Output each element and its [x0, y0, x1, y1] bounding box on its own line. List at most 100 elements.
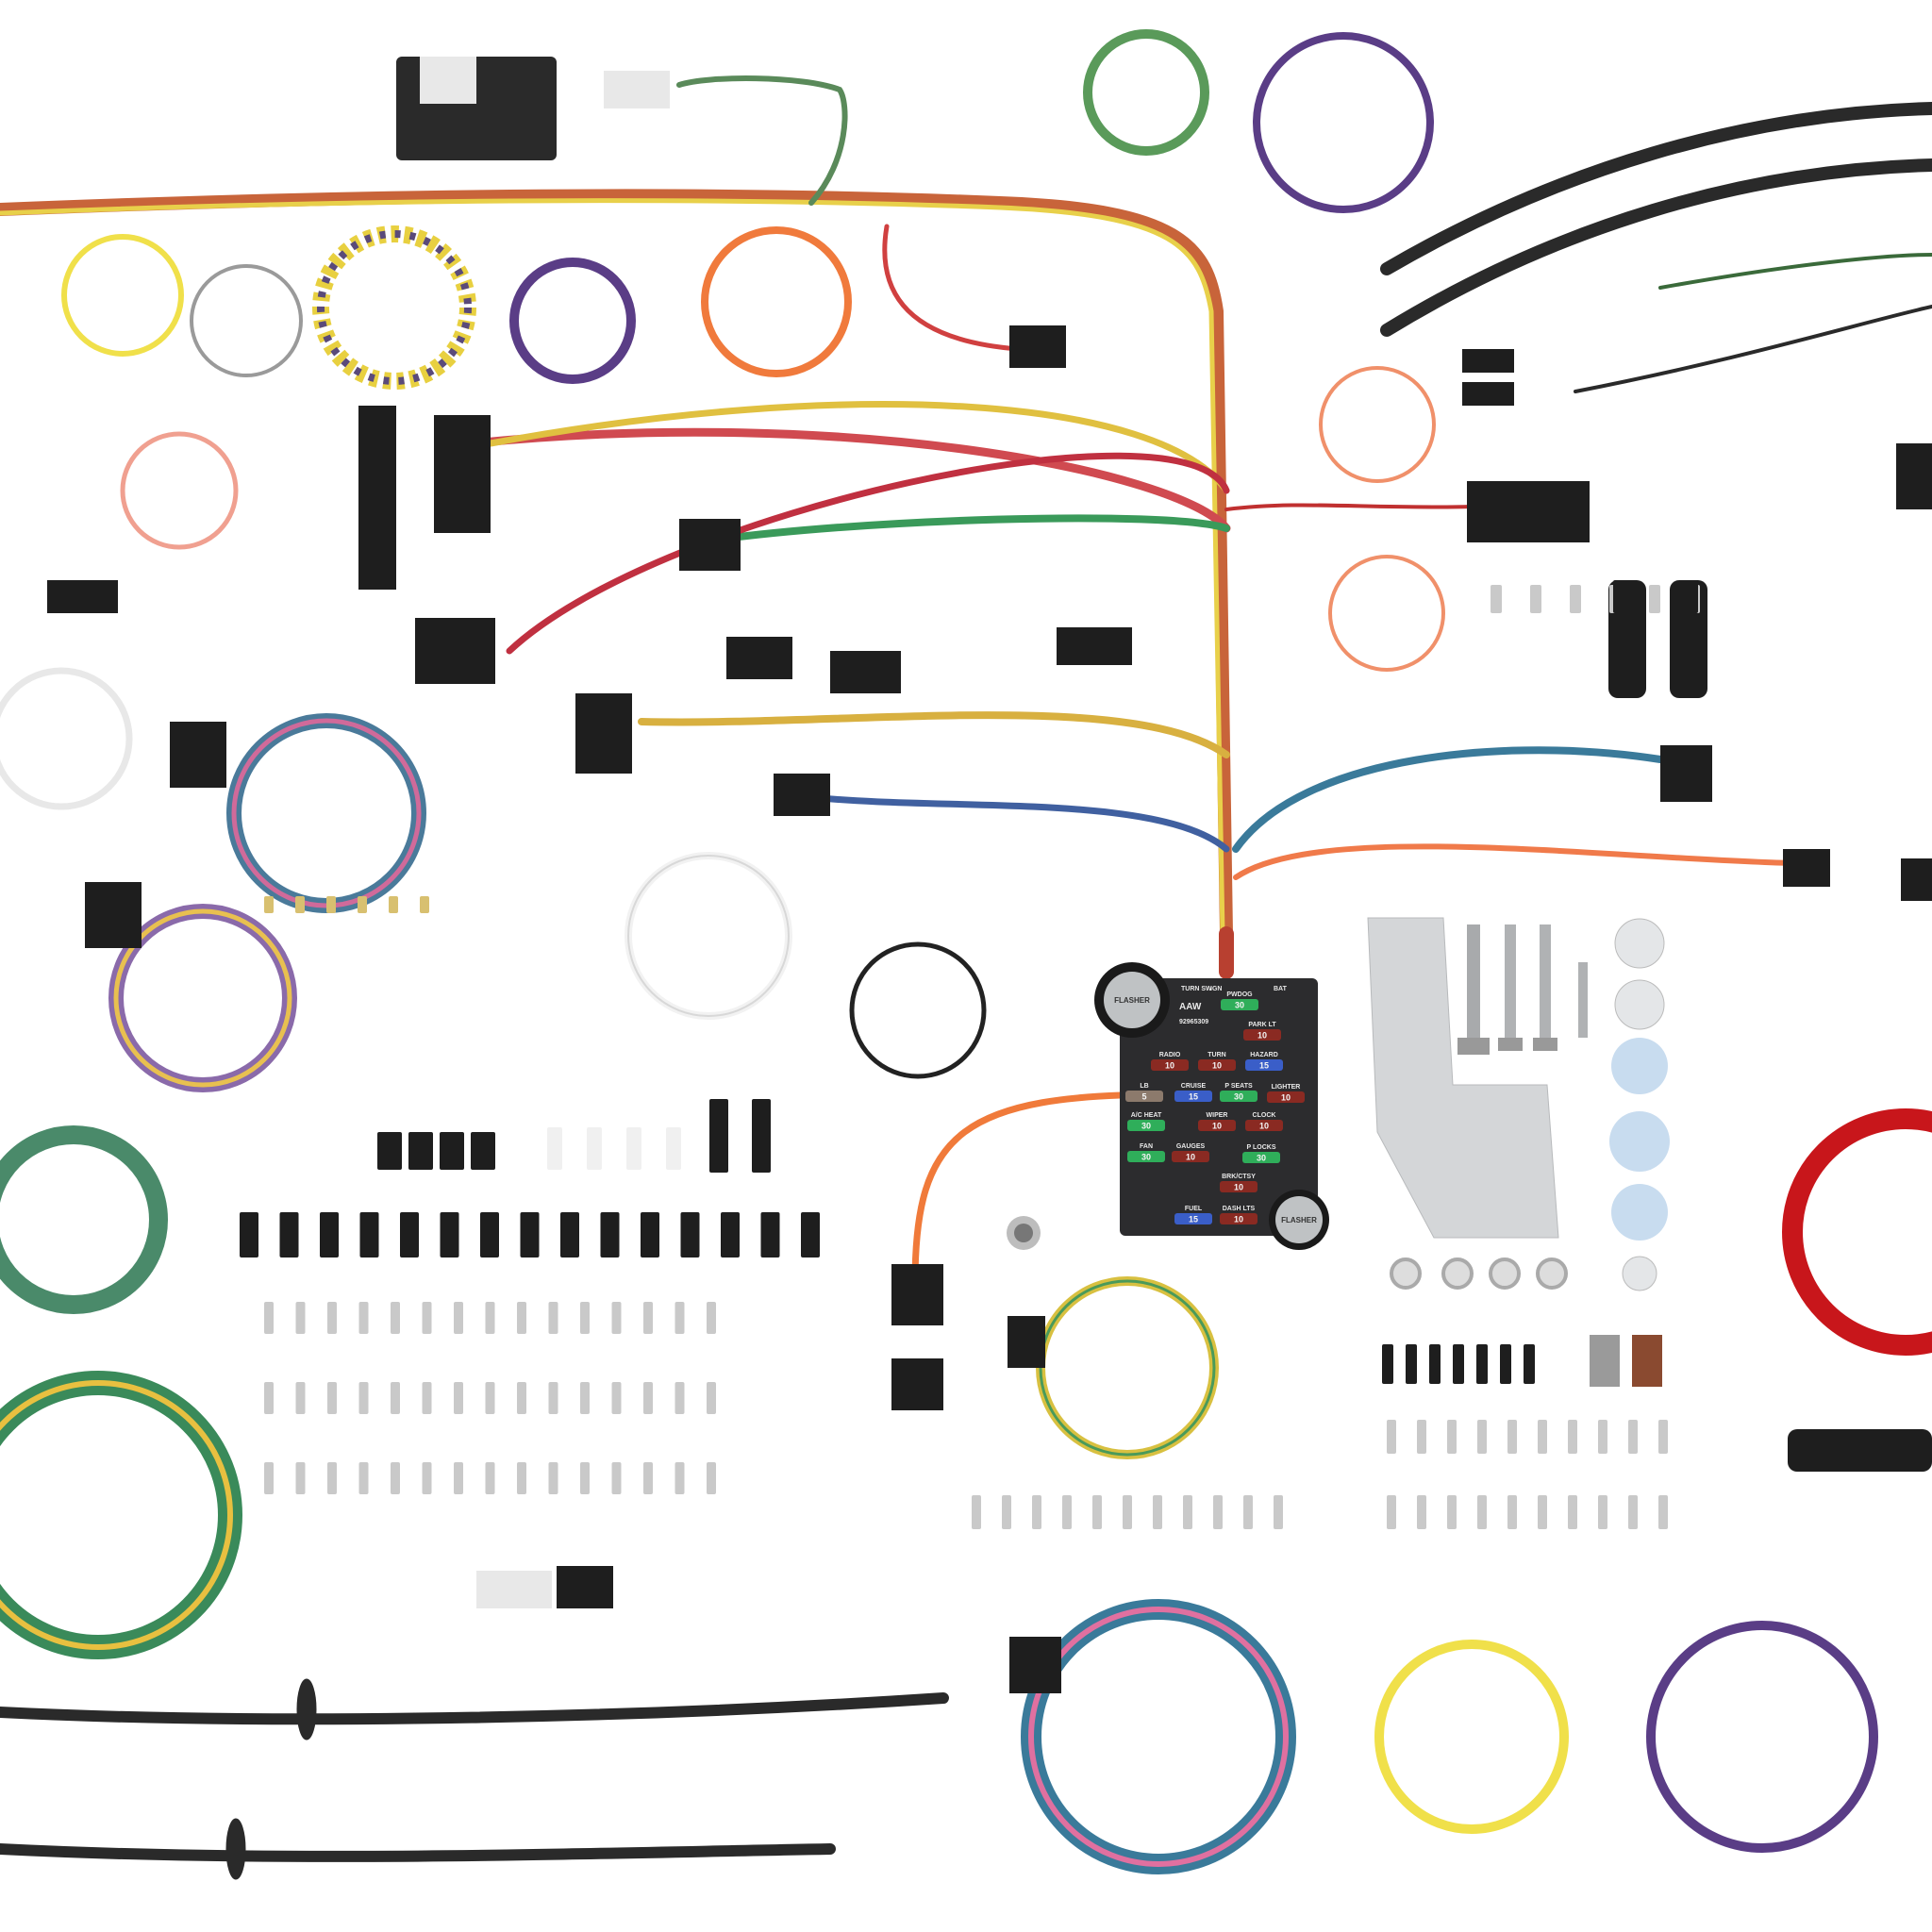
terminal [422, 1462, 432, 1494]
terminal [485, 1302, 495, 1334]
terminal [264, 1302, 274, 1334]
fuse: 30 P SEATS [1220, 1083, 1257, 1102]
fuse-amps: 10 [1281, 1093, 1291, 1103]
terminal [1092, 1495, 1102, 1529]
terminal [1387, 1420, 1396, 1454]
terminal [1538, 1420, 1547, 1454]
fuse: 15 CRUISE [1174, 1083, 1212, 1102]
fuse-block: FLASHER FLASHER TURN SW IGN BAT AAW 9296… [1094, 962, 1329, 1250]
flasher-label: FLASHER [1114, 996, 1150, 1005]
terminal [327, 1462, 337, 1494]
connector-housing [377, 1132, 402, 1170]
connector-housing [408, 1132, 433, 1170]
fuse-body [1220, 1091, 1257, 1102]
terminal [422, 1382, 432, 1414]
nylon-cap [666, 1127, 681, 1170]
connector-housing [801, 1212, 820, 1257]
heat-shrink [1453, 1344, 1464, 1384]
terminal [326, 896, 336, 913]
terminal [1628, 1495, 1638, 1529]
fuse-body [1127, 1151, 1165, 1162]
heat-shrink [1406, 1344, 1417, 1384]
fuse-label: LIGHTER [1272, 1084, 1301, 1091]
hoses [0, 102, 1932, 1880]
fuse-label: FAN [1140, 1143, 1153, 1150]
fuse: 10 WIPER [1198, 1112, 1236, 1131]
fuse-amps: 30 [1141, 1122, 1151, 1131]
terminal [707, 1302, 716, 1334]
terminal [611, 1462, 622, 1494]
terminal [517, 1382, 526, 1414]
fuse-label: CRUISE [1181, 1083, 1207, 1090]
connector-housing [480, 1212, 499, 1257]
terminal [1658, 1420, 1668, 1454]
terminal [643, 1462, 653, 1494]
terminal [707, 1382, 716, 1414]
terminal [580, 1462, 590, 1494]
flasher-label: FLASHER [1281, 1216, 1317, 1224]
terminal [1477, 1420, 1487, 1454]
fuse: 5LB [1125, 1083, 1163, 1102]
terminal [358, 1462, 369, 1494]
heat-shrink [1476, 1344, 1488, 1384]
heat-shrink [1382, 1344, 1393, 1384]
terminal [1628, 1420, 1638, 1454]
fuse-amps: 15 [1189, 1092, 1198, 1102]
terminal [548, 1302, 558, 1334]
fuse-amps: 30 [1141, 1153, 1151, 1162]
terminal [295, 896, 305, 913]
fuse-amps: 30 [1234, 1092, 1243, 1102]
connector-housing [471, 1132, 495, 1170]
fuse-body [1245, 1120, 1283, 1131]
fuse-amps: 30 [1235, 1001, 1244, 1010]
fuse-amps: 10 [1186, 1153, 1195, 1162]
terminal [1530, 585, 1541, 613]
terminal [327, 1302, 337, 1334]
terminal [1183, 1495, 1192, 1529]
terminal [264, 1462, 274, 1494]
fuse: 30 P LOCKS [1242, 1144, 1280, 1163]
fuse-body [1172, 1151, 1209, 1162]
fuse-body [1125, 1091, 1163, 1102]
fuse-label: P LOCKS [1247, 1144, 1276, 1151]
fuse-label: WIPER [1207, 1112, 1228, 1119]
terminal [485, 1462, 495, 1494]
fuse-label: P SEATS [1224, 1083, 1253, 1090]
fuse-amps: 30 [1257, 1154, 1266, 1163]
fuse-label: FUEL [1185, 1206, 1203, 1212]
heat-shrink [1500, 1344, 1511, 1384]
bat-label: BAT [1274, 986, 1288, 992]
terminal [1447, 1495, 1457, 1529]
terminal [391, 1382, 400, 1414]
fuse-label: PWDOG [1226, 991, 1253, 998]
turn-sw-label: TURN SW [1181, 986, 1212, 992]
fuse: 30 PWDOG [1221, 991, 1258, 1010]
terminal [420, 896, 429, 913]
fuse-amps: 10 [1212, 1122, 1222, 1131]
connector-housing [440, 1212, 459, 1257]
fuse-body [1245, 1059, 1283, 1071]
fuse-body [1221, 999, 1258, 1010]
connector-housing [641, 1212, 659, 1257]
connector-housing [320, 1212, 339, 1257]
fuse-label: DASH LTS [1223, 1206, 1256, 1212]
fuse-label: TURN [1208, 1052, 1225, 1058]
fuse: 30 A/C HEAT [1127, 1112, 1165, 1131]
fuse-amps: 10 [1257, 1031, 1267, 1041]
terminal [1447, 1420, 1457, 1454]
fuse-label: A/C HEAT [1131, 1112, 1162, 1119]
terminal [1598, 1495, 1607, 1529]
terminal [295, 1382, 306, 1414]
terminal [358, 1382, 369, 1414]
terminal [643, 1382, 653, 1414]
connector-housing [709, 1099, 728, 1173]
fuse-label: RADIO [1159, 1052, 1181, 1058]
terminal [1507, 1495, 1517, 1529]
fuse-body [1267, 1091, 1305, 1103]
